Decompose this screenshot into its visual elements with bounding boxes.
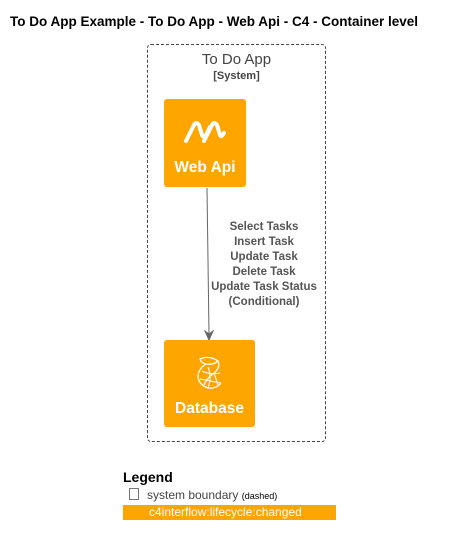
container-web-api[interactable]: Web Api: [164, 99, 246, 187]
sql-server-icon: [197, 356, 222, 389]
legend-boundary-label: system boundary: [147, 488, 239, 502]
edge-label-line: (Conditional): [228, 296, 300, 308]
system-boundary: To Do App [System]: [147, 44, 326, 442]
legend-title: Legend: [123, 469, 173, 485]
boundary-type: [System]: [213, 70, 260, 82]
dotnet-icon: [184, 121, 226, 143]
boundary-name: To Do App: [201, 51, 272, 68]
edge-label-line: Select Tasks: [229, 221, 299, 233]
web-api-label: Web Api: [174, 159, 236, 176]
legend-tag-row: c4interflow:lifecycle:changed: [123, 505, 336, 520]
relationship-label: Select Tasks Insert Task Update Task Del…: [200, 220, 328, 310]
edge-label-line: Insert Task: [234, 236, 294, 248]
diagram-title: To Do App Example - To Do App - Web Api …: [10, 14, 419, 29]
boundary-swatch-icon: [129, 488, 139, 500]
legend-tag-label: c4interflow:lifecycle:changed: [149, 505, 302, 519]
container-database[interactable]: Database: [164, 340, 255, 427]
edge-label-line: Update Task: [230, 251, 298, 263]
database-label: Database: [175, 400, 244, 417]
legend-boundary-note: (dashed): [241, 491, 278, 501]
legend-boundary-row: system boundary (dashed): [129, 488, 277, 502]
edge-label-line: Delete Task: [232, 266, 296, 278]
edge-label-line: Update Task Status: [211, 281, 317, 293]
